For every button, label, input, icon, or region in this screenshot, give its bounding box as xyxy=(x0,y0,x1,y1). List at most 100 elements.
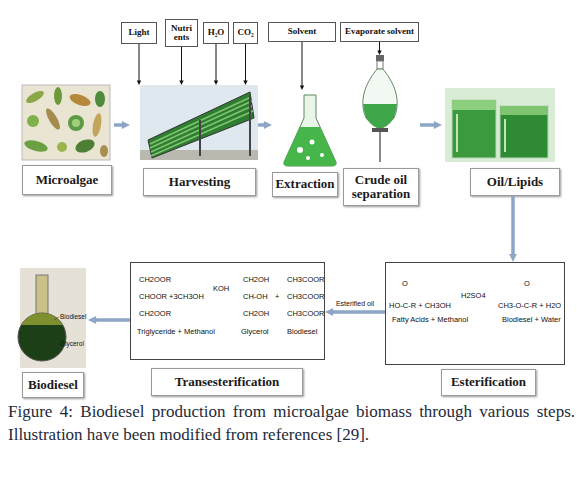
arrowhead xyxy=(122,121,130,129)
equation-text: CH2OH xyxy=(243,309,269,318)
algae-cell xyxy=(44,107,63,132)
flow-arrow xyxy=(88,316,130,324)
process-step: Microalgae xyxy=(20,85,114,197)
equation-text: + xyxy=(275,292,279,301)
arrowhead xyxy=(434,121,442,129)
flow-arrow xyxy=(243,44,247,85)
equation-text: CH2OH xyxy=(243,275,269,284)
equation-text: CH3-O-C-R + H2O xyxy=(498,301,561,310)
step-label: Microalgae xyxy=(22,165,112,195)
input-box: Solvent xyxy=(268,22,336,42)
input-label: H₂O xyxy=(208,28,225,37)
flow-arrow xyxy=(258,121,272,129)
equation-text: Biodiesel + Water xyxy=(502,315,561,324)
input-box: H₂O xyxy=(203,22,229,44)
algae-cell xyxy=(74,137,97,155)
photobioreactor-illustration xyxy=(140,85,258,160)
funnel-bulb xyxy=(363,69,397,128)
biodiesel-bottle-illustration xyxy=(18,268,86,368)
flow-arrow xyxy=(325,308,385,316)
bubble xyxy=(310,140,315,145)
flow-arrow xyxy=(137,44,141,85)
algae-cell xyxy=(27,115,39,127)
arrow-line xyxy=(420,123,437,127)
algae-cell xyxy=(91,112,103,137)
flow-arrow xyxy=(509,196,517,262)
equation-text: CH3COOR xyxy=(287,309,325,318)
equation-text: Triglyceride + Methanol xyxy=(137,327,215,336)
step-label: Harvesting xyxy=(143,168,256,196)
step-label: Oil/Lipids xyxy=(470,168,560,196)
flow-arrow xyxy=(214,44,218,85)
funnel-liquid xyxy=(363,104,397,128)
stopper xyxy=(376,55,384,61)
edge-label: Esterified oil xyxy=(336,299,374,308)
glass-highlight xyxy=(456,114,458,152)
equation-text: CH-OH xyxy=(243,292,268,301)
reactor-tube xyxy=(151,106,252,152)
reactor-tube xyxy=(151,111,253,156)
input-label: Light xyxy=(128,28,149,37)
arrow-line xyxy=(181,47,182,82)
flow-arrow xyxy=(377,42,381,55)
arrowhead xyxy=(300,85,304,90)
step-label: Extraction xyxy=(272,172,338,197)
algae-cell xyxy=(24,89,45,106)
input-label: Evaporate solvent xyxy=(345,27,414,36)
bubble xyxy=(306,156,310,160)
input-box: Nutri ents xyxy=(165,19,198,47)
part-label: Glycerol xyxy=(60,340,84,348)
glass-highlight xyxy=(504,119,506,152)
funnel-neck xyxy=(377,61,383,69)
equation-text: O xyxy=(402,279,408,288)
photo-frame xyxy=(22,85,110,160)
equation-text: CH2OOR xyxy=(139,309,171,318)
part-label: Biodiesel xyxy=(60,313,86,321)
algae-cell xyxy=(68,92,92,109)
arrow-line xyxy=(258,123,267,127)
step-label: Esterification xyxy=(441,369,536,396)
algae-cell xyxy=(95,91,105,107)
step-label: Transesterification xyxy=(151,368,303,396)
arrowhead xyxy=(137,80,141,85)
step-label: Crude oil separation xyxy=(343,168,419,206)
flow-arrow xyxy=(179,47,183,85)
biodiesel-layer xyxy=(21,313,63,325)
equation-text: Fatty Acids + Methanol xyxy=(392,315,468,324)
separatory-funnel-illustration xyxy=(363,55,397,162)
reactor-panel xyxy=(148,92,254,158)
bubble xyxy=(320,153,324,157)
arrow-line xyxy=(330,310,385,314)
process-step: Crude oil separation xyxy=(342,55,420,207)
process-step: Extraction xyxy=(272,90,340,197)
input-label: Solvent xyxy=(288,27,317,36)
arrowhead xyxy=(264,121,272,129)
bottle-body xyxy=(18,313,66,361)
figure-caption: Figure 4: Biodiesel production from micr… xyxy=(8,400,575,446)
bubble xyxy=(297,147,303,153)
arrowhead xyxy=(179,80,183,85)
arrow-line xyxy=(93,318,130,322)
beaker-top xyxy=(500,106,548,115)
flow-arrow xyxy=(420,121,442,129)
equation-text: CH3COOR xyxy=(287,292,325,301)
algae-cell xyxy=(100,145,108,157)
arrowhead xyxy=(243,80,247,85)
equation-text: CHOOR +3CH3OH xyxy=(139,292,204,301)
equation-text: CH3COOR xyxy=(287,275,325,284)
arrow-line xyxy=(379,42,380,52)
bottle-neck xyxy=(36,275,48,315)
arrow-line xyxy=(216,44,217,82)
flow-arrow xyxy=(114,121,130,129)
arrowhead xyxy=(509,254,517,262)
flow-arrow xyxy=(300,42,304,90)
arrowhead xyxy=(377,50,381,55)
arrow-line xyxy=(302,42,303,87)
beaker-top xyxy=(452,100,496,110)
algae-cell xyxy=(68,115,84,131)
flask xyxy=(284,95,336,166)
input-box: Light xyxy=(121,22,157,44)
equation-text: HO-C-R + CH3OH xyxy=(389,301,451,310)
reaction-box: CH2OORCHOOR +3CH3OHCH2OORKOHCH2OHCH-OHCH… xyxy=(130,262,325,360)
